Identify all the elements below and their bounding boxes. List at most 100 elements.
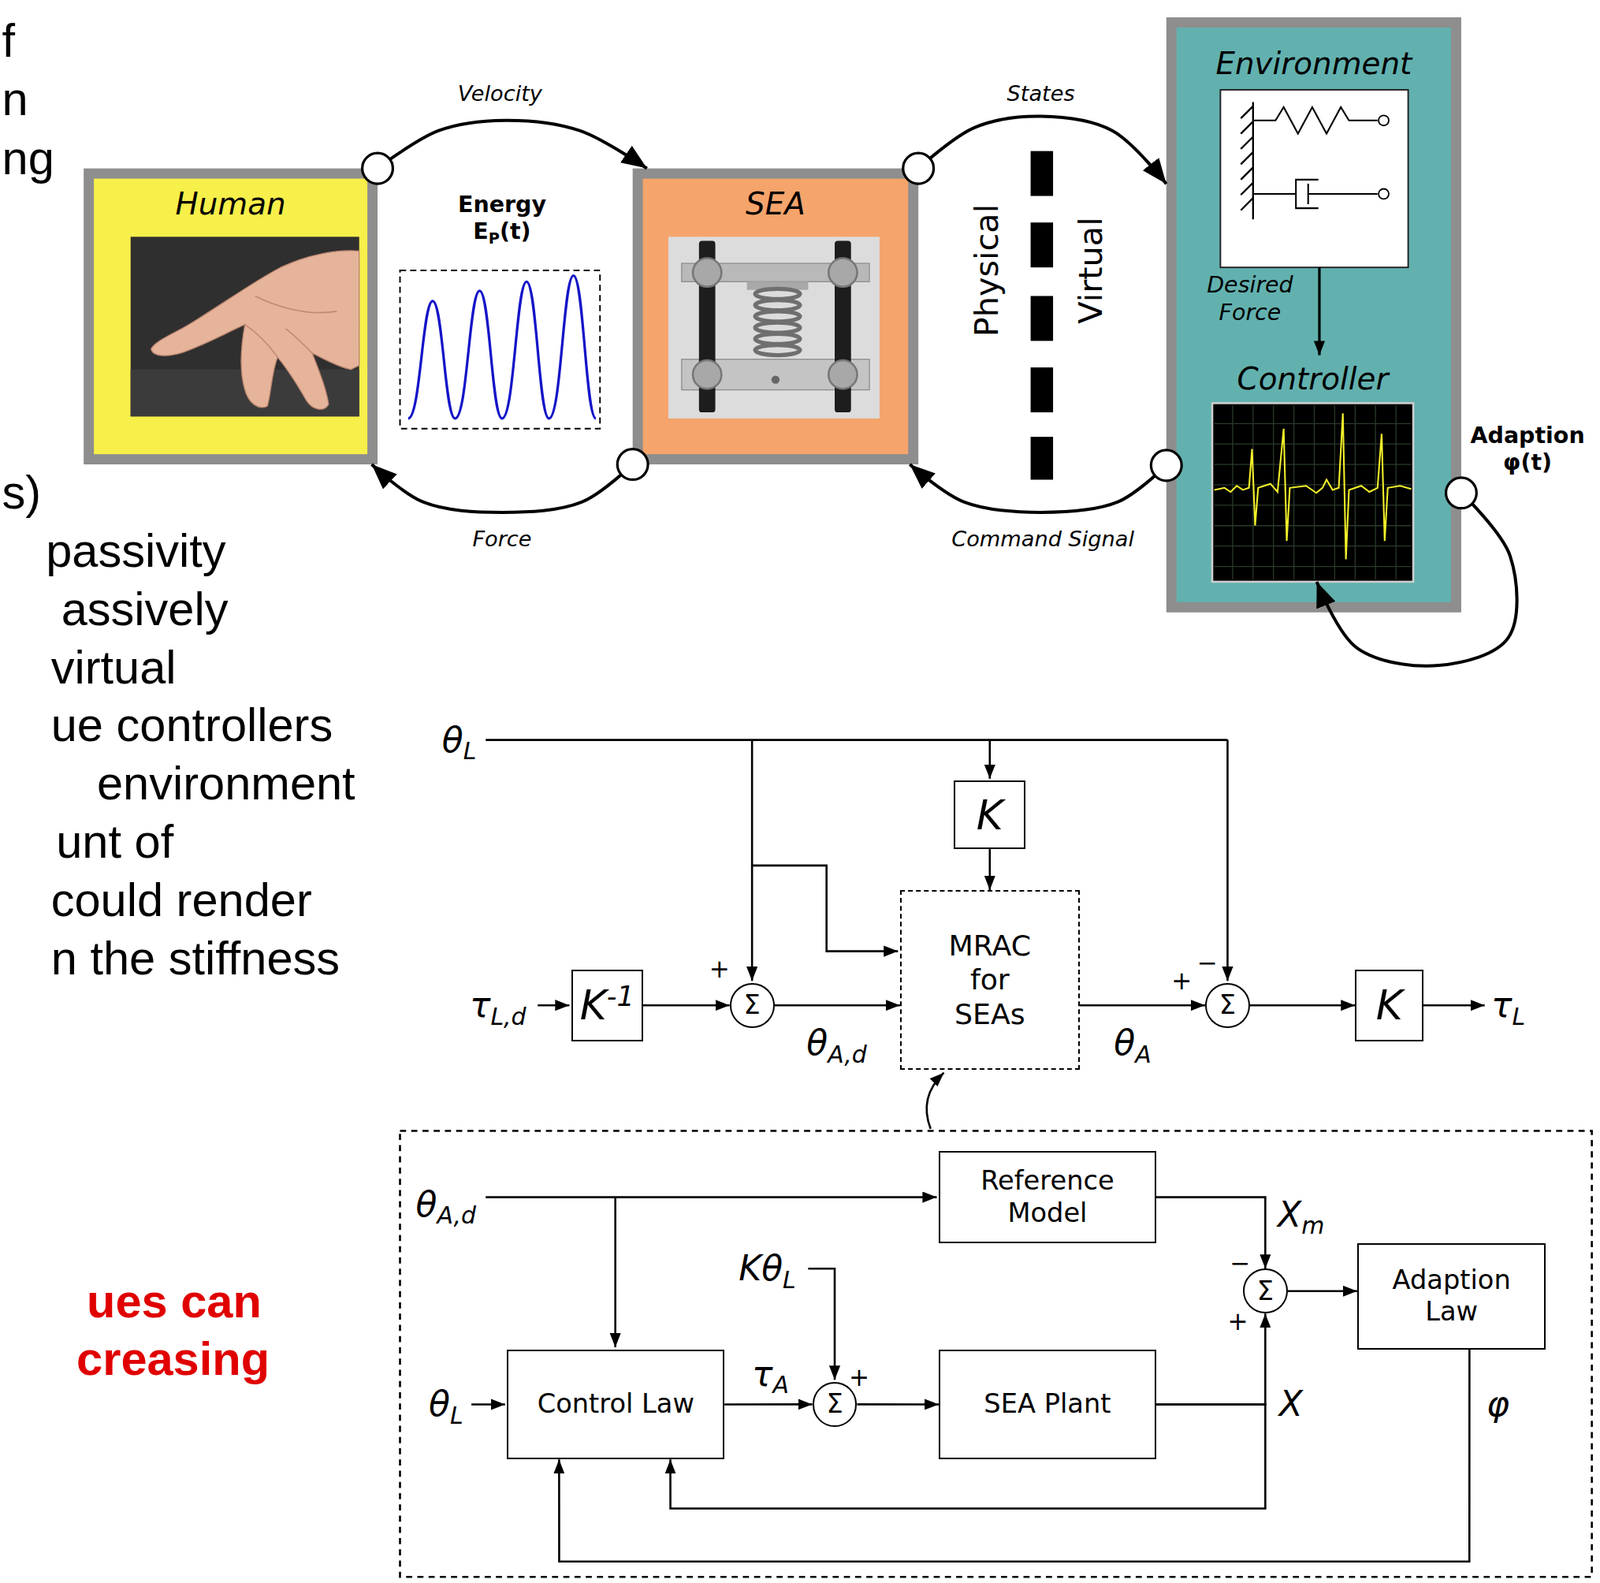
bearing — [692, 360, 722, 389]
label-anchor: φ — [1486, 1383, 1510, 1426]
node-text: Σ — [744, 989, 761, 1021]
spring-coil — [755, 311, 800, 322]
hand-shape — [151, 250, 360, 410]
bottom-plate — [681, 359, 870, 391]
label-anchor: + — [848, 1362, 870, 1392]
panel-box: Human — [83, 168, 378, 465]
label-anchor: s) — [2, 465, 42, 521]
slide-text: environment — [96, 755, 356, 812]
port-circle — [362, 152, 394, 184]
process-box: Control Law — [506, 1349, 725, 1460]
bearing — [828, 258, 857, 287]
signal-name: θL — [442, 718, 477, 761]
label-anchor: + — [1171, 967, 1192, 997]
label-anchor: States — [1006, 81, 1075, 108]
signal-name: τL — [1491, 984, 1526, 1027]
edge-label: Adaption φ(t) — [1469, 421, 1585, 476]
node-text: Reference Model — [980, 1164, 1114, 1229]
signal-wire — [1079, 1004, 1206, 1007]
text-run: τ — [751, 1352, 774, 1393]
text-run: m — [1301, 1211, 1325, 1240]
signal-arc — [1317, 492, 1518, 667]
node-text: Adaption Law — [1391, 1264, 1511, 1329]
signal-wire — [1287, 1289, 1358, 1292]
slide-text: n — [2, 70, 29, 127]
label-anchor: θA,d — [806, 1022, 867, 1065]
signal-name: θL — [428, 1383, 464, 1426]
label-anchor: − — [1197, 948, 1218, 979]
panel-frame — [1166, 17, 1462, 613]
gain-box: K-1 — [571, 969, 644, 1042]
signal-arc — [918, 116, 1167, 185]
label-anchor: θL — [442, 718, 477, 761]
sign-mark: + — [709, 954, 730, 984]
text-run: A,d — [436, 1201, 477, 1229]
panel-fill — [93, 178, 368, 455]
signal-arc — [909, 464, 1166, 513]
edge-label: θA — [1113, 1022, 1151, 1065]
sign-mark: + — [1171, 967, 1192, 997]
label-anchor: environment — [96, 755, 356, 812]
text-run: P — [488, 229, 500, 248]
spring-coil — [755, 333, 800, 344]
bearing — [692, 258, 722, 287]
divider-dash — [1030, 367, 1054, 413]
text-run: θ — [806, 1022, 828, 1063]
slide-text: assively — [61, 580, 229, 637]
text-run: L — [450, 1401, 464, 1429]
node-text: Σ — [1219, 989, 1236, 1021]
panel-fill — [643, 178, 909, 455]
text-run: L — [1511, 1001, 1526, 1030]
label-anchor: ue controllers — [51, 697, 333, 754]
spring-coil — [755, 322, 800, 333]
block-wires — [400, 740, 1593, 1578]
spring-coil — [755, 300, 800, 311]
highlight-text: ues can — [86, 1272, 262, 1329]
signal-wire — [471, 1402, 506, 1406]
controller-scope — [1212, 402, 1414, 582]
label-anchor: f — [2, 12, 16, 69]
node-text: Environment — [1215, 45, 1412, 83]
text-run: θ — [416, 1183, 438, 1224]
divider-dash — [1030, 436, 1054, 480]
text-run: K — [580, 981, 607, 1029]
scope-screen — [1212, 402, 1414, 582]
edge-label: τA — [751, 1352, 789, 1395]
text-run: L,d — [490, 1001, 526, 1030]
edge-label: X — [1279, 1383, 1303, 1426]
dashed-block: MRAC for SEAs — [900, 889, 1080, 1070]
node-text: K-1 — [580, 980, 635, 1030]
slide-text: ue controllers — [51, 697, 333, 754]
signal-wire — [751, 865, 898, 952]
process-box: Adaption Law — [1357, 1242, 1547, 1350]
gain-box: K — [953, 780, 1026, 849]
desired-force-arrow — [1317, 267, 1321, 355]
label-anchor: n — [2, 70, 29, 127]
signal-wire — [1226, 740, 1229, 982]
signal-wire — [751, 740, 754, 982]
port-circles — [362, 152, 1478, 509]
connector-group — [372, 116, 1518, 1562]
label-anchor: Physical — [921, 250, 1054, 291]
text-run: A — [1134, 1039, 1151, 1068]
terminal — [1378, 115, 1389, 126]
hand-photo — [130, 236, 360, 417]
label-anchor: Desired Force — [1206, 271, 1293, 326]
plot-title: Energy EP(t) — [457, 191, 547, 246]
signal-wire — [485, 1195, 937, 1199]
text-run: τ — [1491, 984, 1513, 1025]
physical-virtual-divider — [1030, 151, 1054, 480]
edge-label: φ — [1486, 1383, 1510, 1426]
signal-wire — [1423, 1004, 1485, 1007]
slide-text: could render — [51, 871, 313, 928]
sign-mark: + — [1227, 1306, 1248, 1336]
signal-wire — [807, 1268, 835, 1380]
text-run: A,d — [827, 1039, 867, 1068]
spring-symbol — [1253, 107, 1378, 134]
label-anchor: KθL — [738, 1247, 796, 1290]
slide-text: passivity — [45, 522, 226, 579]
divider-dash — [1030, 295, 1054, 341]
label-anchor: + — [1227, 1306, 1248, 1336]
panel-fills — [83, 17, 1462, 613]
